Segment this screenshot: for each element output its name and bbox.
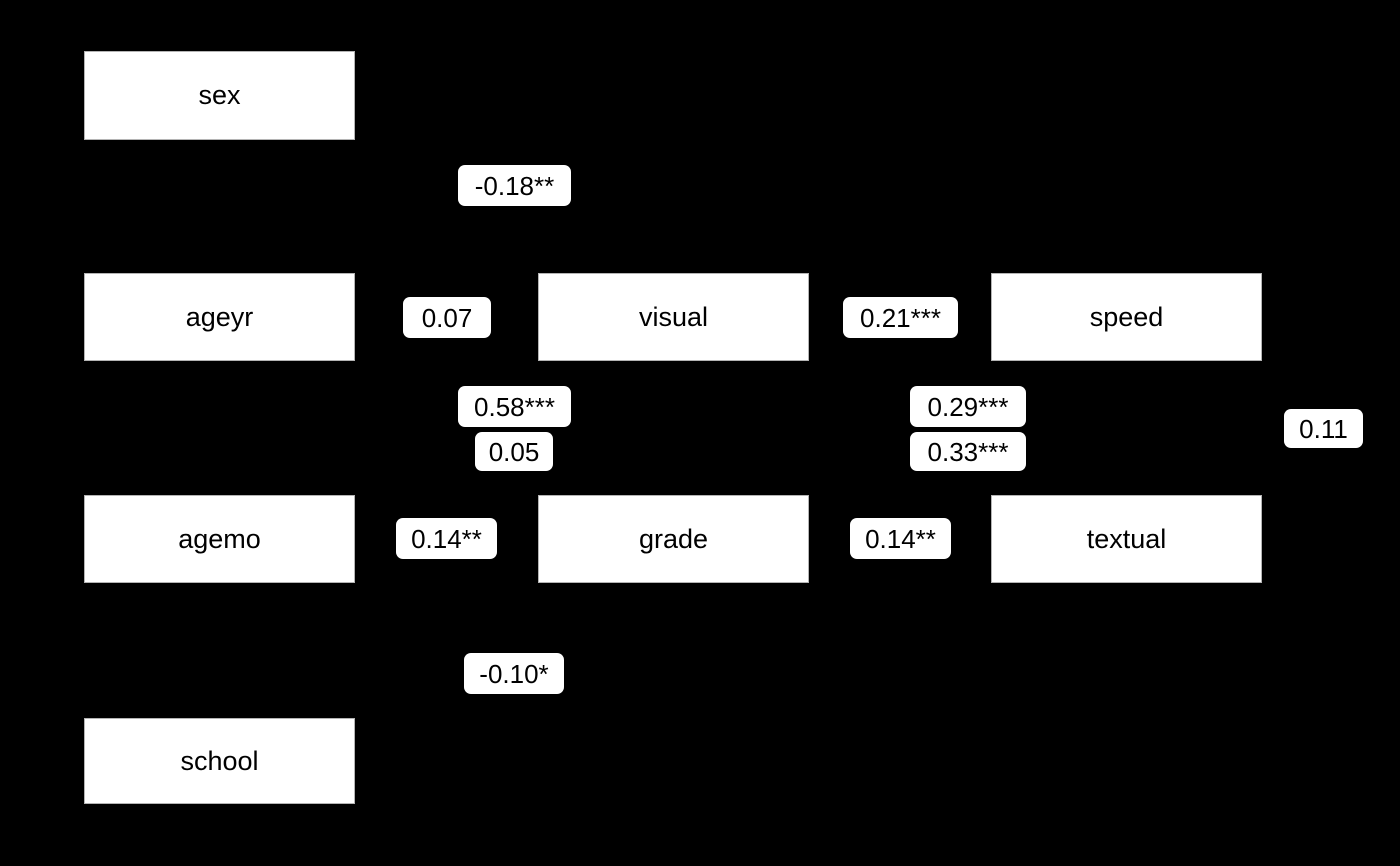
node-school[interactable]: school [84, 718, 355, 804]
node-sex[interactable]: sex [84, 51, 355, 140]
node-ageyr[interactable]: ageyr [84, 273, 355, 361]
edge-label-ageyr-visual: 0.07 [403, 297, 491, 338]
edge-label-agemo-visual: 0.05 [475, 432, 553, 471]
edge-label-grade-speed: 0.33*** [910, 432, 1026, 471]
node-textual[interactable]: textual [991, 495, 1262, 583]
edge-label-visual-speed: 0.21*** [843, 297, 958, 338]
edge-label-school-grade: -0.10* [464, 653, 564, 694]
node-agemo[interactable]: agemo [84, 495, 355, 583]
edge-label-ageyr-grade: 0.58*** [458, 386, 571, 427]
node-grade[interactable]: grade [538, 495, 809, 583]
edge-label-agemo-grade: 0.14** [396, 518, 497, 559]
node-visual[interactable]: visual [538, 273, 809, 361]
node-speed[interactable]: speed [991, 273, 1262, 361]
edge-label-sex-visual: -0.18** [458, 165, 571, 206]
edge-label-visual-textual: 0.29*** [910, 386, 1026, 427]
edge-label-speed-textual: 0.11 [1284, 409, 1363, 448]
edge-label-grade-textual: 0.14** [850, 518, 951, 559]
